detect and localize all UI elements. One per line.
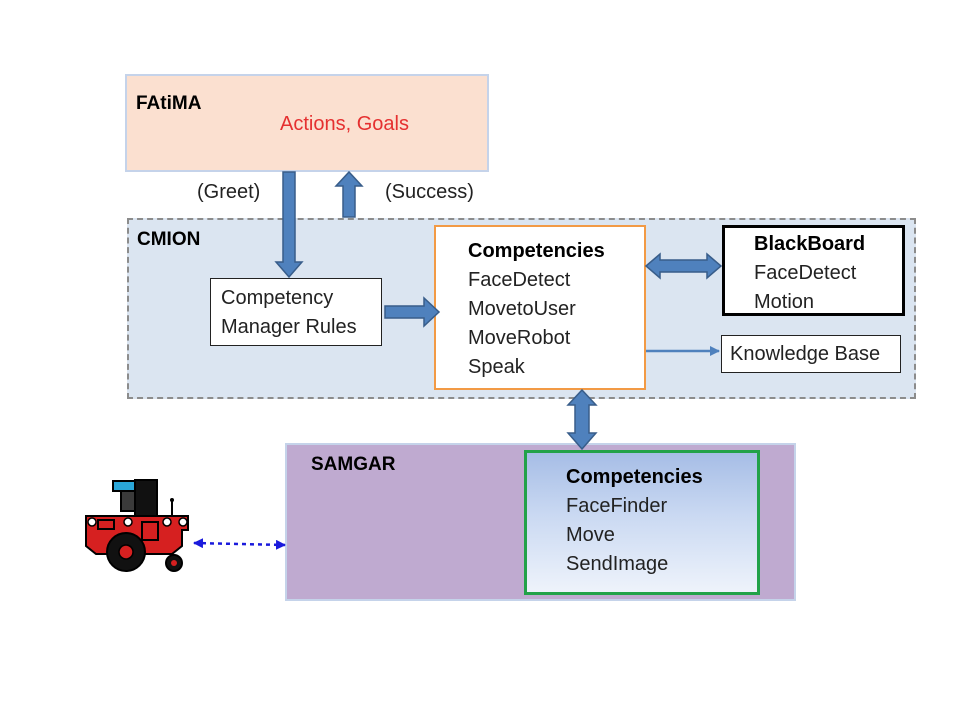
samgar-competencies-box: Competencies FaceFinder Move SendImage	[524, 450, 760, 595]
fatima-title: FAtiMA	[136, 93, 202, 114]
success-label: (Success)	[385, 181, 474, 203]
cmion-competency-item: MoveRobot	[468, 327, 571, 349]
competency-manager-rules-box: Competency Manager Rules	[210, 278, 382, 346]
blackboard-item: Motion	[754, 291, 815, 313]
cmion-competencies-box: Competencies FaceDetect MovetoUser MoveR…	[434, 225, 646, 390]
blackboard-title: BlackBoard	[754, 233, 866, 255]
samgar-competencies-title: Competencies	[566, 466, 703, 488]
samgar-competency-item: SendImage	[566, 553, 669, 575]
knowledge-base-label: Knowledge Base	[730, 343, 881, 365]
samgar-competency-item: Move	[566, 524, 615, 546]
fatima-actions-goals: Actions, Goals	[280, 113, 409, 135]
robot-icon	[85, 479, 189, 572]
cmion-competency-item: FaceDetect	[468, 269, 571, 291]
manager-line-1: Competency	[221, 287, 334, 309]
competencies-blackboard-arrow	[644, 252, 723, 280]
cmion-competency-item: MovetoUser	[468, 298, 576, 320]
greet-label: (Greet)	[197, 181, 261, 203]
blackboard-item: FaceDetect	[754, 262, 857, 284]
cmion-competency-item: Speak	[468, 356, 525, 378]
cmion-competencies-title: Competencies	[468, 240, 605, 262]
robot-samgar-dotted-arrow	[193, 538, 286, 550]
cmion-title: CMION	[137, 229, 201, 250]
success-arrow	[334, 170, 364, 218]
samgar-competency-item: FaceFinder	[566, 495, 668, 517]
fatima-box	[125, 74, 489, 172]
samgar-title: SAMGAR	[311, 454, 396, 475]
greet-arrow	[274, 171, 304, 279]
manager-to-competencies-arrow	[384, 296, 441, 328]
cmion-samgar-arrow	[566, 388, 598, 451]
manager-line-2: Manager Rules	[221, 316, 357, 338]
knowledge-base-box: Knowledge Base	[721, 335, 901, 373]
blackboard-box: BlackBoard FaceDetect Motion	[722, 225, 905, 316]
